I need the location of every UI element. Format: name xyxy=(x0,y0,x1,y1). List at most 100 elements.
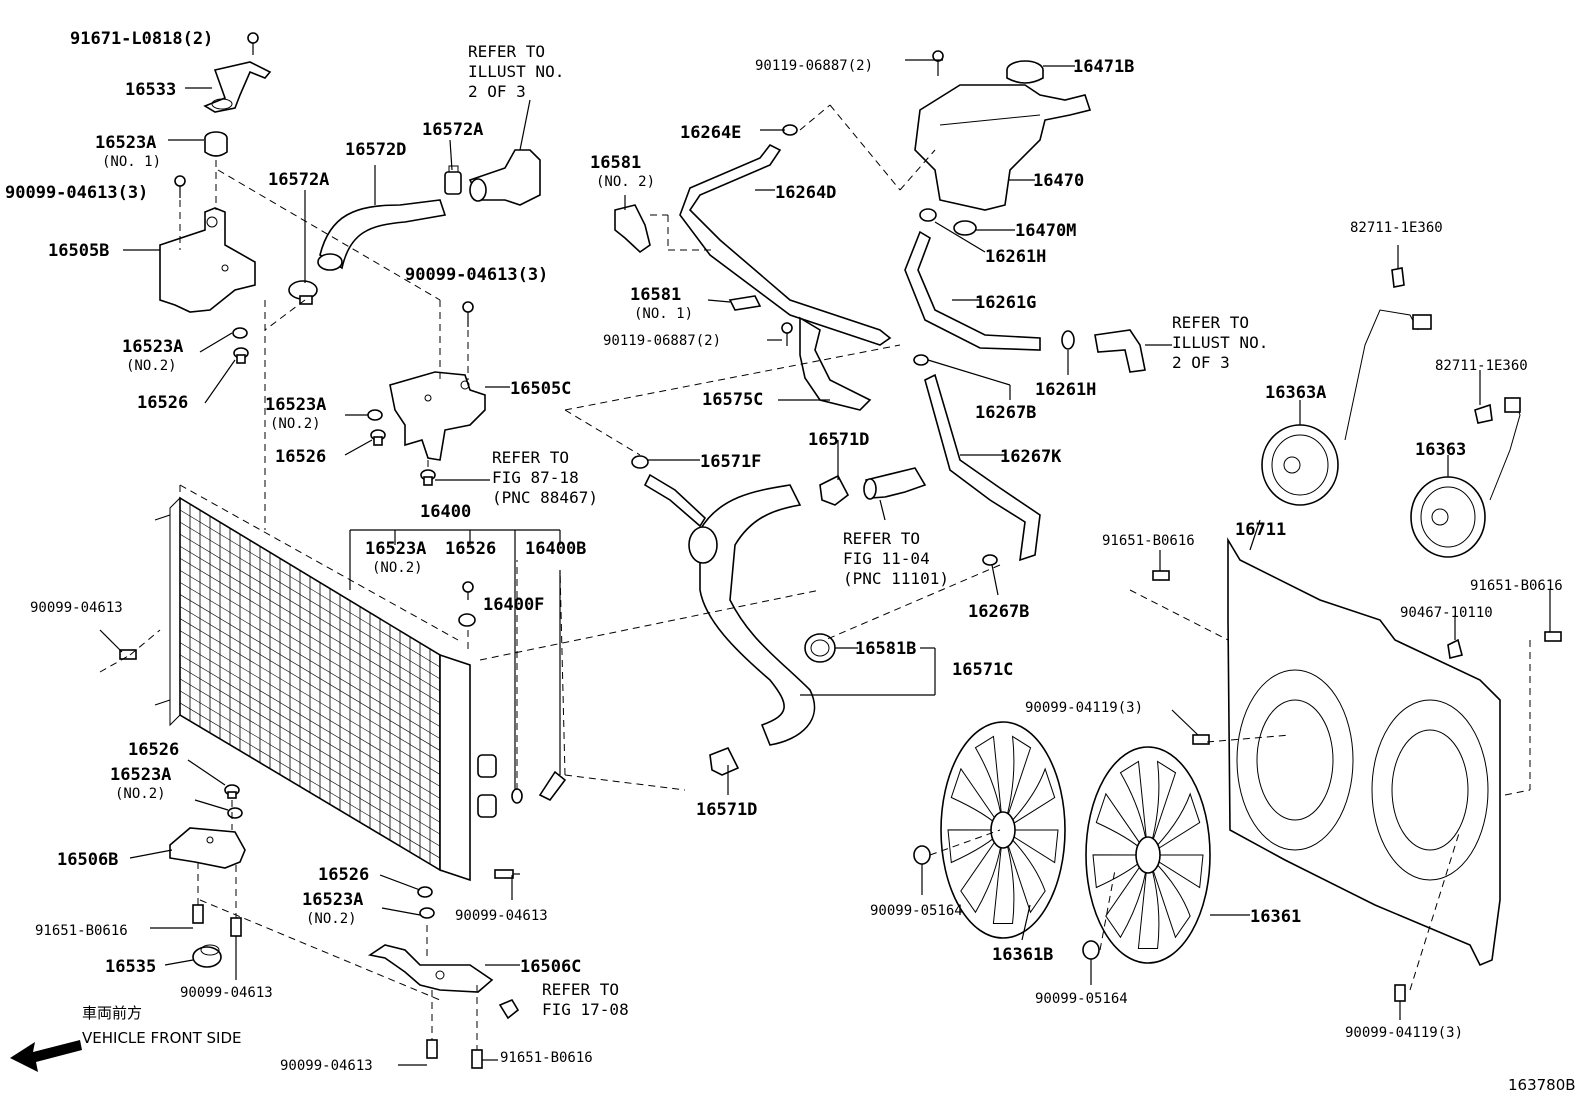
oring-16400F xyxy=(511,788,523,804)
refer4-line3: (PNC 11101) xyxy=(843,569,949,588)
label-16523A-4: 16523A xyxy=(365,539,426,559)
label-16571C: 16571C xyxy=(952,660,1013,680)
label-no2-c: (NO.2) xyxy=(372,560,423,576)
fan-16361 xyxy=(1085,746,1211,964)
clamp-16267B-a xyxy=(913,354,929,366)
label-16505B: 16505B xyxy=(48,241,109,261)
refer2-line2: FIG 87-18 xyxy=(492,468,579,487)
bolt-90119-06887-b xyxy=(781,322,793,346)
pin-ref-87-18 xyxy=(420,469,436,486)
label-90099-04613-3a: 90099-04613(3) xyxy=(5,183,148,203)
guide-lines xyxy=(99,104,1531,1050)
label-16523A-1: 16523A xyxy=(95,133,156,153)
bolt-16526-c xyxy=(462,581,474,600)
label-91651-d: 91651-B0616 xyxy=(1470,578,1563,594)
label-16526-a: 16526 xyxy=(137,393,188,413)
hose-16264D xyxy=(679,143,892,346)
cushion-16523A-no1 xyxy=(204,131,228,157)
clamp-16571D-a xyxy=(819,474,850,506)
label-16470: 16470 xyxy=(1033,171,1084,191)
reservoir-16470 xyxy=(914,84,1092,211)
clamp-16571D-b xyxy=(709,746,740,776)
bolt-91651-B0616-c xyxy=(1152,570,1170,581)
pipe-ref-11-04 xyxy=(863,467,927,500)
label-16711: 16711 xyxy=(1235,520,1286,540)
label-16523A-6: 16523A xyxy=(302,890,363,910)
refer1-line1: REFER TO xyxy=(468,42,545,61)
clamp-16571F xyxy=(631,455,649,469)
clamp-16267B-b xyxy=(982,554,998,566)
label-82711-b: 82711-1E360 xyxy=(1435,358,1528,374)
pin-16526-d xyxy=(224,784,240,799)
label-90099-04613-c: 90099-04613 xyxy=(455,908,548,924)
label-16261H-b: 16261H xyxy=(1035,380,1096,400)
label-90099-05164-a: 90099-05164 xyxy=(870,903,963,919)
refer5-line3: 2 OF 3 xyxy=(1172,353,1230,372)
leader-lines xyxy=(99,59,1551,1066)
bolt-90099-04613-e xyxy=(230,917,242,937)
label-no2-e: (NO.2) xyxy=(306,911,357,927)
refer4-line1: REFER TO xyxy=(843,529,920,548)
bracket-16575C xyxy=(799,316,872,411)
clamp-16572A-a xyxy=(288,280,318,305)
label-16361: 16361 xyxy=(1250,907,1301,927)
grommet-16470M xyxy=(953,220,977,236)
labels: 91671-L0818(2) 16533 16523A (NO. 1) 9009… xyxy=(5,29,1576,1094)
label-82711-a: 82711-1E360 xyxy=(1350,220,1443,236)
bolt-90119-06887-a xyxy=(932,50,944,76)
label-90099-04613-3b: 90099-04613(3) xyxy=(405,265,548,285)
connector-82711-b xyxy=(1474,403,1493,424)
refer2-line1: REFER TO xyxy=(492,448,569,467)
label-16572A-b: 16572A xyxy=(422,120,483,140)
refer1-line2: ILLUST NO. xyxy=(468,62,564,81)
bolt-90099-04613-b xyxy=(462,301,474,327)
label-16523A-3: 16523A xyxy=(265,395,326,415)
pipe-ref-illust-b xyxy=(1094,329,1146,373)
motor-16363 xyxy=(1410,397,1521,558)
bolt-90099-04613-c xyxy=(494,869,520,879)
connector-82711-a xyxy=(1391,267,1405,288)
label-16267K: 16267K xyxy=(1000,447,1062,467)
cushion-16523A-no2-b xyxy=(367,409,383,421)
label-90099-04119-a: 90099-04119(3) xyxy=(1025,700,1143,716)
label-16363: 16363 xyxy=(1415,440,1466,460)
refer2-line3: (PNC 88467) xyxy=(492,488,598,507)
refer3-line2: FIG 17-08 xyxy=(542,1000,629,1019)
cushion-16523A-no2-c xyxy=(458,613,476,627)
label-no2-f: (NO. 2) xyxy=(596,174,655,190)
label-16261H-a: 16261H xyxy=(985,247,1046,267)
bolt-90099-04613-a xyxy=(174,175,186,198)
label-16267B-b: 16267B xyxy=(968,602,1029,622)
label-no2-a: (NO.2) xyxy=(126,358,177,374)
label-90099-04613-b: 90099-04613 xyxy=(180,985,273,1001)
clip-16264E xyxy=(782,124,798,136)
label-90119-a: 90119-06887(2) xyxy=(755,58,873,74)
label-91651-c: 91651-B0616 xyxy=(1102,533,1195,549)
refer1-line3: 2 OF 3 xyxy=(468,82,526,101)
clamp-16261H-a xyxy=(919,208,937,222)
bracket-16533 xyxy=(203,61,272,113)
cushion-16523A-no2-e xyxy=(419,907,435,919)
label-16470M: 16470M xyxy=(1015,221,1076,241)
refer5-line2: ILLUST NO. xyxy=(1172,333,1268,352)
cap-16471B xyxy=(1006,60,1044,84)
label-16581B: 16581B xyxy=(855,639,916,659)
refer4-line2: FIG 11-04 xyxy=(843,549,930,568)
bracket-16505C xyxy=(389,371,486,461)
front-label-jp: 車両前方 xyxy=(82,1004,142,1022)
label-16261G: 16261G xyxy=(975,293,1036,313)
label-16523A-5: 16523A xyxy=(110,765,171,785)
label-16572D: 16572D xyxy=(345,140,406,160)
label-91651-a: 91651-B0616 xyxy=(35,923,128,939)
front-arrow-icon xyxy=(10,1040,82,1072)
water-outlet xyxy=(468,149,541,206)
label-16533: 16533 xyxy=(125,80,176,100)
bracket-16581-no2 xyxy=(614,204,651,254)
label-16400B: 16400B xyxy=(525,539,586,559)
label-16264D: 16264D xyxy=(775,183,836,203)
drain-cock-16400B xyxy=(538,770,567,802)
label-16581-no2: 16581 xyxy=(590,153,641,173)
label-no2-d: (NO.2) xyxy=(115,786,166,802)
bracket-16581-no1 xyxy=(728,295,762,311)
